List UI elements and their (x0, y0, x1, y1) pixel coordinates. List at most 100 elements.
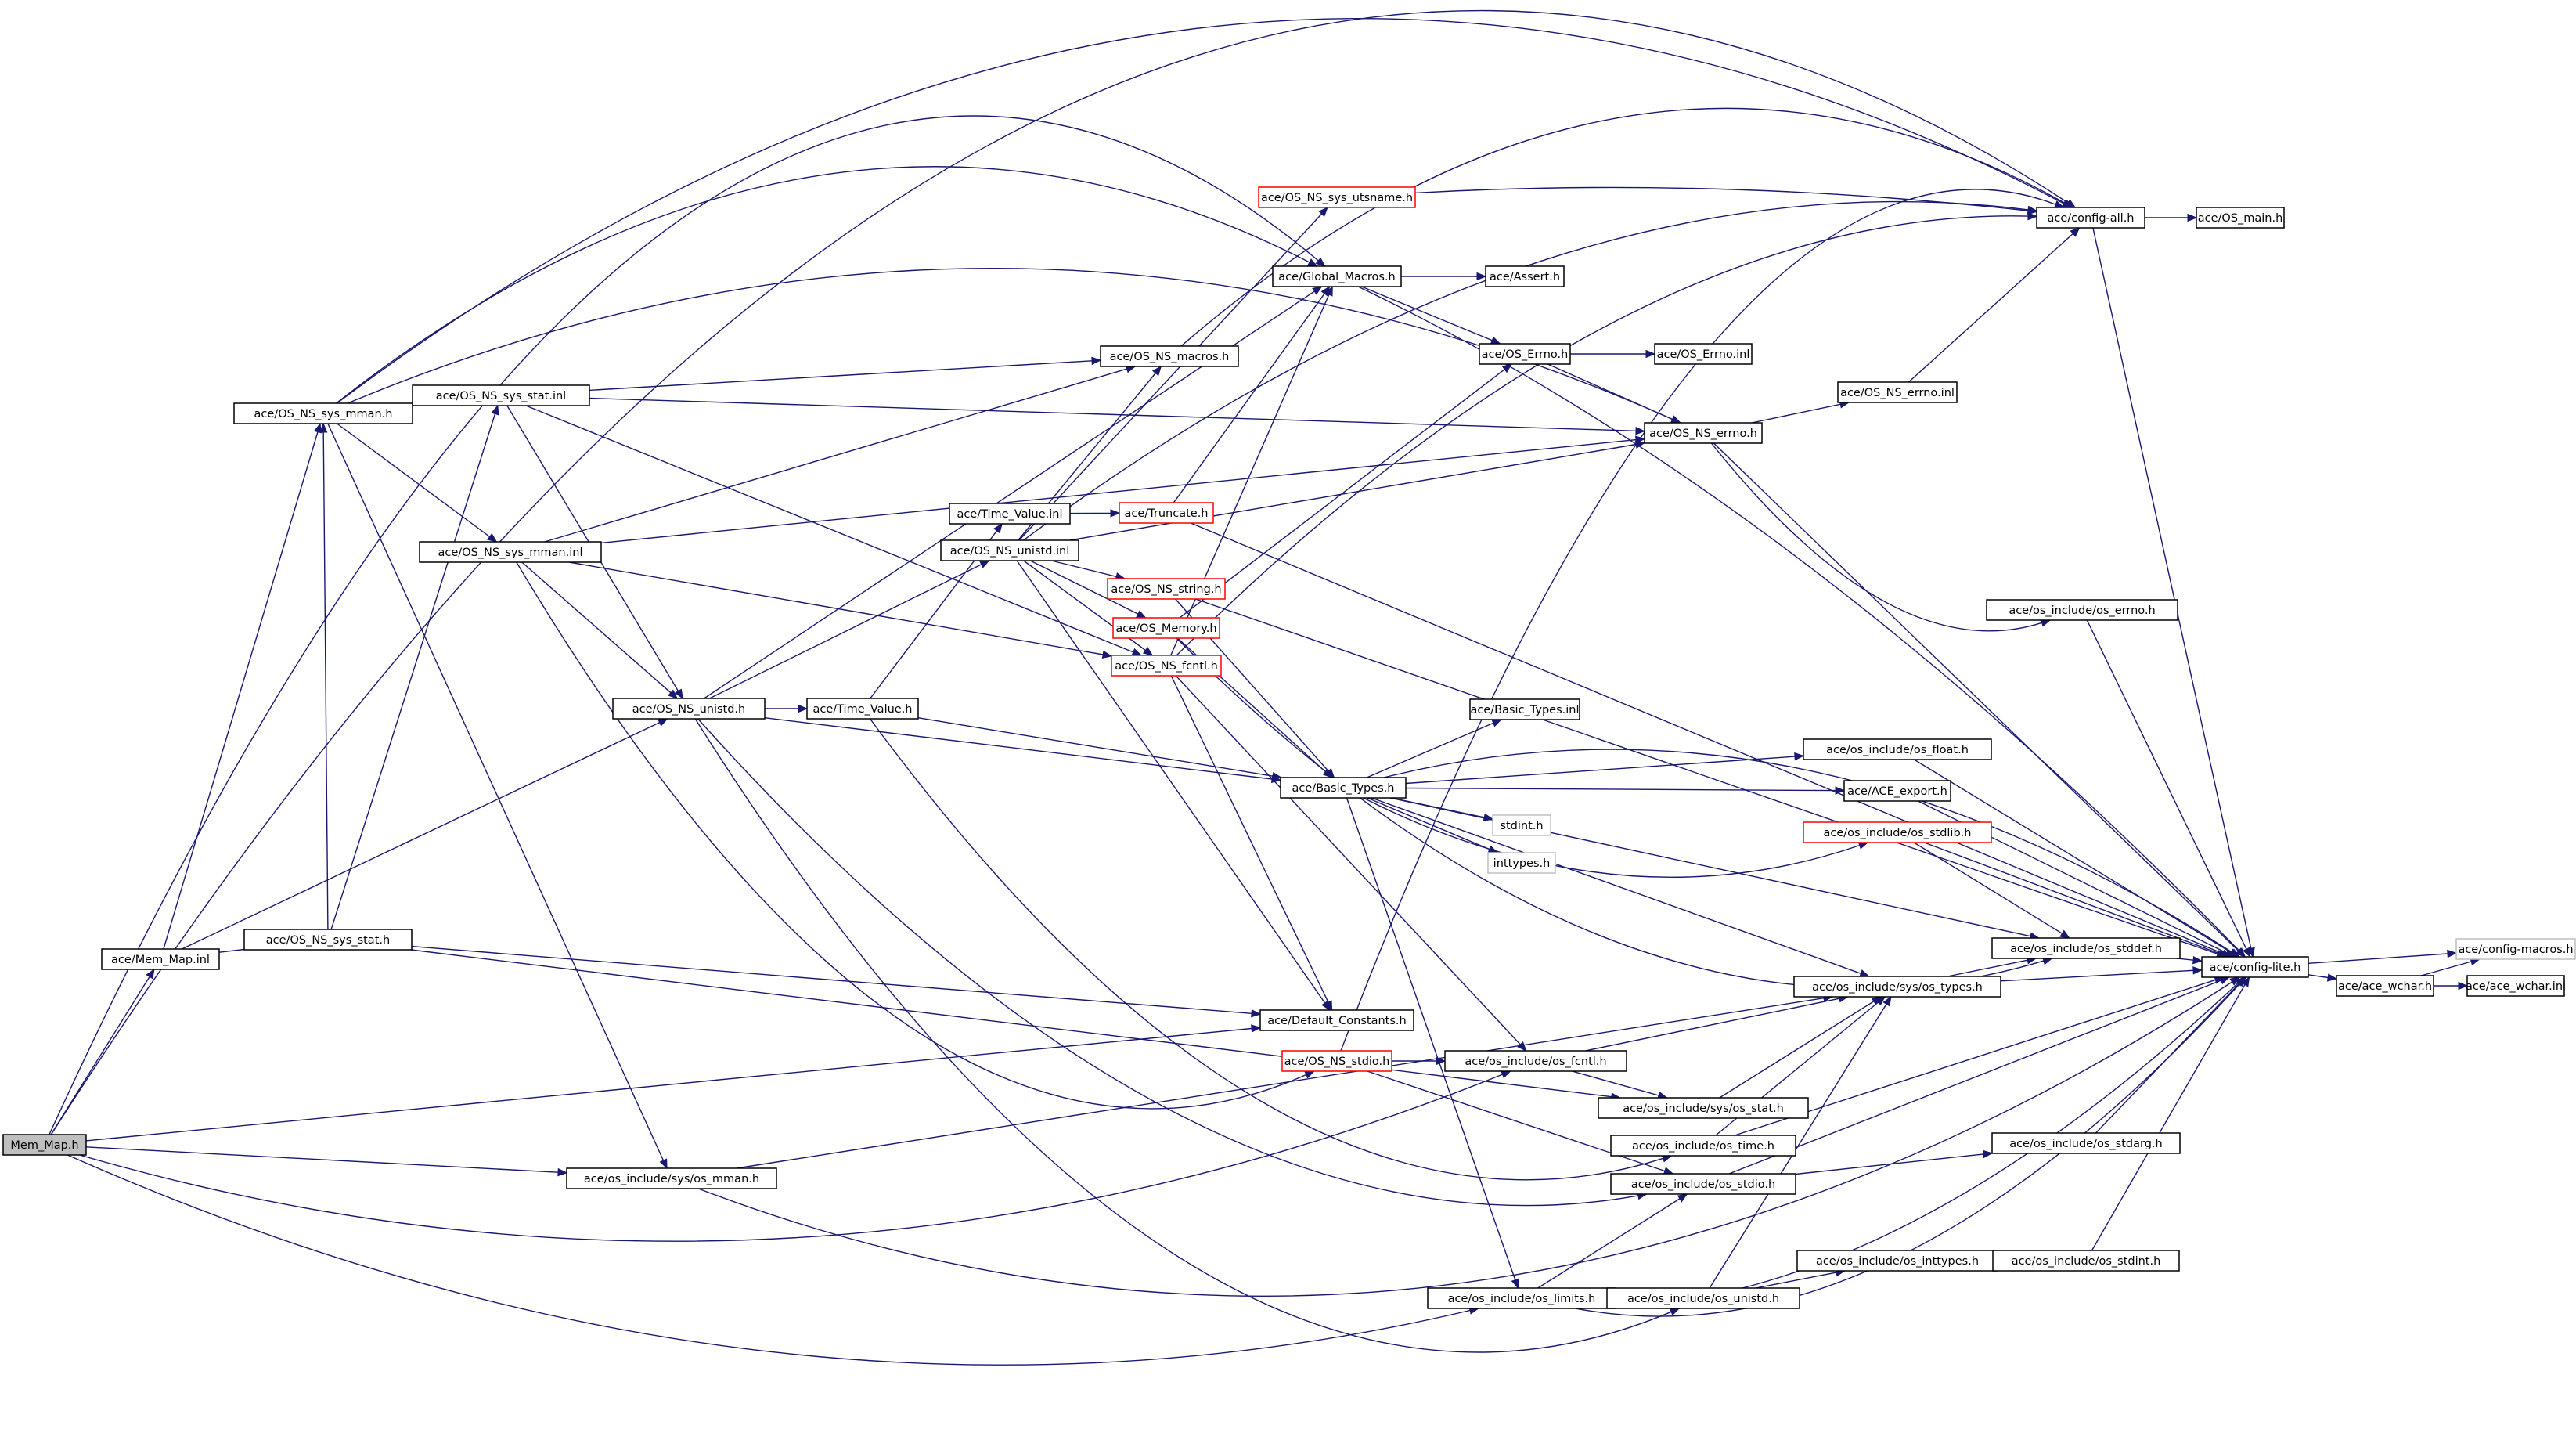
arrowhead-basic_types_h-to-basic_types_inl (1491, 719, 1503, 727)
node-inttypes-h: inttypes.h (1487, 852, 1556, 874)
node-os-errno-h[interactable]: ace/OS_Errno.h (1479, 343, 1571, 365)
node-os-errno-inl[interactable]: ace/OS_Errno.inl (1654, 343, 1753, 365)
edge-os_ns_unistd_h-to-os_include_os_stdio_h (697, 718, 1639, 1207)
edge-os_include_os_float_h-to-config_lite_h (1914, 759, 2232, 953)
node-box (2466, 975, 2565, 997)
node-os-ns-sys-utsname-h[interactable]: ace/OS_NS_sys_utsname.h (1258, 186, 1416, 208)
node-os-include-os-stddef-h[interactable]: ace/os_include/os_stddef.h (1991, 937, 2181, 959)
arrowhead-os_ns_sys_mman_h-to-os_include_sys_os_mman_h (659, 1158, 668, 1170)
node-os-include-os-stdlib-h[interactable]: ace/os_include/os_stdlib.h (1803, 821, 1992, 843)
node-os-main-h[interactable]: ace/OS_main.h (2196, 207, 2285, 229)
node-assert-h[interactable]: ace/Assert.h (1485, 265, 1565, 287)
node-os-include-os-float-h[interactable]: ace/os_include/os_float.h (1803, 738, 1992, 760)
arrowhead-os_ns_stdio_h-to-os_include_os_fcntl_h (1436, 1056, 1447, 1066)
arrowhead-os_ns_unistd_h-to-global_macros_h (1312, 286, 1323, 295)
node-os-ns-unistd-h[interactable]: ace/OS_NS_unistd.h (612, 698, 766, 720)
edge-os_ns_errno_inl-to-config_all_h (1908, 233, 2073, 383)
arrowhead-basic_types_h-to-os_include_os_float_h (1794, 752, 1805, 761)
node-label: ace/OS_NS_sys_stat.inl (436, 390, 566, 402)
node-box (1610, 1135, 1796, 1157)
arrowhead-os_include_os_unistd_h-to-os_include_sys_os_types_h (1882, 995, 1892, 1007)
arrowhead-os_include_os_stdint_h-to-config_lite_h (2241, 976, 2250, 987)
arrowhead-os_ns_sys_stat_inl-to-os_ns_fcntl_h (1131, 648, 1143, 656)
node-label: ace/os_include/os_unistd.h (1627, 1293, 1779, 1305)
node-basic-types-inl[interactable]: ace/Basic_Types.inl (1469, 698, 1580, 720)
node-os-include-os-time-h[interactable]: ace/os_include/os_time.h (1610, 1135, 1796, 1157)
node-os-include-os-limits-h[interactable]: ace/os_include/os_limits.h (1427, 1287, 1616, 1309)
node-mem-map-h[interactable]: Mem_Map.h (2, 1134, 87, 1156)
node-os-ns-errno-h[interactable]: ace/OS_NS_errno.h (1644, 422, 1763, 444)
edge-os_include_os_stdint_h-to-config_lite_h (2091, 984, 2246, 1251)
node-box (612, 698, 766, 720)
node-os-include-os-errno-h[interactable]: ace/os_include/os_errno.h (1986, 599, 2178, 621)
node-box (1112, 617, 1220, 639)
arrowhead-os_ns_sys_mman_h-to-global_macros_h (1307, 258, 1318, 267)
node-os-include-os-unistd-h[interactable]: ace/os_include/os_unistd.h (1606, 1287, 1800, 1309)
node-default-constants-h[interactable]: ace/Default_Constants.h (1259, 1009, 1414, 1031)
node-os-ns-sys-mman-inl[interactable]: ace/OS_NS_sys_mman.inl (419, 541, 602, 563)
node-global-macros-h[interactable]: ace/Global_Macros.h (1272, 265, 1402, 287)
arrowhead-os_include_os_stdlib_h-to-os_include_os_stddef_h (2059, 929, 2070, 939)
node-config-lite-h[interactable]: ace/config-lite.h (2201, 956, 2309, 978)
arrowhead-mem_map_h-to-default_constants_h (1251, 1024, 1262, 1033)
node-box (2455, 938, 2576, 960)
node-os-include-sys-os-mman-h[interactable]: ace/os_include/sys/os_mman.h (566, 1167, 777, 1189)
edge-time_value_h-to-basic_types_h (917, 717, 1274, 777)
edge-basic_types_h-to-inttypes_h (1367, 797, 1490, 850)
node-os-include-os-stdint-h[interactable]: ace/os_include/os_stdint.h (1992, 1250, 2180, 1272)
node-os-include-os-stdarg-h[interactable]: ace/os_include/os_stdarg.h (1991, 1132, 2181, 1154)
edge-os_ns_errno_h-to-os_ns_errno_inl (1751, 403, 1841, 424)
edge-os_ns_sys_mman_h-to-os_ns_sys_mman_inl (337, 423, 491, 538)
node-mem-map-inl[interactable]: ace/Mem_Map.inl (101, 948, 220, 970)
arrowhead-os_include_os_stddef_h-to-config_lite_h (2192, 956, 2203, 965)
node-os-include-os-fcntl-h[interactable]: ace/os_include/os_fcntl.h (1444, 1050, 1627, 1072)
node-truncate-h[interactable]: ace/Truncate.h (1119, 502, 1214, 524)
node-config-all-h[interactable]: ace/config-all.h (2036, 207, 2145, 229)
arrowhead-os_ns_fcntl_h-to-default_constants_h (1324, 1000, 1333, 1012)
node-os-memory-h[interactable]: ace/OS_Memory.h (1112, 617, 1220, 639)
arrowhead-os_ns_sys_stat_inl-to-os_ns_errno_h (1635, 427, 1646, 435)
node-basic-types-h[interactable]: ace/Basic_Types.h (1280, 777, 1407, 799)
node-ace-export-h[interactable]: ace/ACE_export.h (1843, 780, 1951, 802)
node-os-ns-stdio-h[interactable]: ace/OS_NS_stdio.h (1281, 1050, 1392, 1072)
node-os-include-sys-os-stat-h[interactable]: ace/os_include/sys/os_stat.h (1598, 1097, 1809, 1119)
edge-basic_types_h-to-os_include_os_stddef_h (1390, 797, 2031, 937)
node-box (940, 539, 1079, 561)
node-label: ace/OS_main.h (2198, 212, 2283, 225)
arrowhead-os_ns_sys_stat_inl-to-os_ns_macros_h (1091, 356, 1102, 366)
arrowhead-os_ns_sys_mman_h-to-os_ns_sys_mman_inl (487, 532, 498, 543)
node-time-value-inl[interactable]: ace/Time_Value.inl (949, 503, 1071, 525)
node-os-ns-sys-stat-inl[interactable]: ace/OS_NS_sys_stat.inl (412, 384, 590, 406)
node-label: ace/Truncate.h (1125, 507, 1209, 520)
node-ace-wchar-inl[interactable]: ace/ace_wchar.inl (2466, 975, 2566, 997)
arrowhead-os_ns_unistd_h-to-os_include_os_unistd_h (1669, 1308, 1681, 1316)
node-box (2336, 975, 2434, 997)
node-os-ns-macros-h[interactable]: ace/OS_NS_macros.h (1100, 345, 1239, 367)
edge-os_memory_h-to-os_include_os_stddef_h (1176, 637, 2045, 989)
edge-os_ns_unistd_h-to-os_include_os_unistd_h (694, 718, 1672, 1353)
node-os-include-os-inttypes-h[interactable]: ace/os_include/os_inttypes.h (1796, 1250, 1998, 1272)
node-os-ns-unistd-inl[interactable]: ace/OS_NS_unistd.inl (940, 539, 1079, 561)
node-os-ns-sys-mman-h[interactable]: ace/OS_NS_sys_mman.h (233, 402, 413, 424)
node-label: ace/Time_Value.inl (957, 508, 1062, 521)
node-os-include-sys-os-types-h[interactable]: ace/os_include/sys/os_types.h (1793, 976, 2001, 998)
arrowhead-config_all_h-to-config_lite_h (2246, 947, 2255, 958)
node-os-ns-sys-stat-h[interactable]: ace/OS_NS_sys_stat.h (243, 929, 413, 951)
node-label: ace/OS_Errno.inl (1657, 348, 1750, 361)
node-os-ns-string-h[interactable]: ace/OS_NS_string.h (1107, 578, 1226, 600)
node-time-value-h[interactable]: ace/Time_Value.h (806, 698, 919, 720)
edge-os_ns_sys_mman_inl-to-os_ns_fcntl_h (568, 561, 1104, 655)
node-box (1272, 265, 1402, 287)
node-stdint-h: stdint.h (1492, 814, 1551, 836)
node-label: ace/Time_Value.h (812, 703, 912, 716)
node-os-ns-fcntl-h[interactable]: ace/OS_NS_fcntl.h (1111, 655, 1222, 677)
node-os-ns-errno-inl[interactable]: ace/OS_NS_errno.inl (1837, 381, 1958, 403)
edge-os_ns_macros_h-to-config_all_h (1180, 107, 2066, 347)
arrowhead-time_value_inl-to-truncate_h (1110, 509, 1121, 518)
node-os-include-os-stdio-h[interactable]: ace/os_include/os_stdio.h (1610, 1173, 1796, 1195)
edge-os_ns_sys_stat_h-to-os_ns_sys_mman_h (322, 431, 329, 930)
edge-config_lite_h-to-config_macros_h (2308, 953, 2448, 964)
arrowhead-mem_map_inl-to-os_ns_sys_mman_h (313, 422, 322, 434)
node-ace-wchar-h[interactable]: ace/ace_wchar.h (2336, 975, 2434, 997)
edge-os_ns_sys_stat_h-to-os_include_sys_os_stat_h (411, 949, 1612, 1098)
